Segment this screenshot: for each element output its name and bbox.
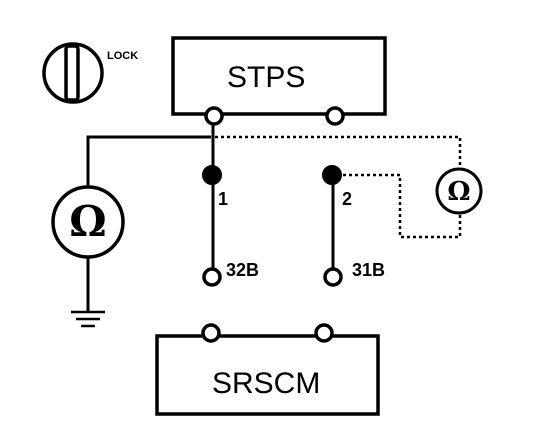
ohmmeter-symbol: Ω bbox=[69, 197, 106, 246]
pin-1-terminal[interactable] bbox=[202, 165, 222, 185]
ohmmeter-icon: Ω bbox=[51, 185, 125, 259]
ohmmeter-icon: Ω bbox=[435, 167, 483, 215]
pin-1-label: 1 bbox=[218, 189, 228, 209]
ground-icon bbox=[71, 310, 105, 328]
dotted-wiring bbox=[215, 135, 462, 239]
srscm-box bbox=[155, 334, 380, 416]
pin-32b-label: 32B bbox=[226, 260, 259, 280]
ignition-key-icon bbox=[42, 42, 104, 104]
stps-terminal-right[interactable] bbox=[325, 106, 345, 126]
srscm-terminal-right[interactable] bbox=[314, 323, 334, 343]
ohmmeter-symbol: Ω bbox=[447, 177, 470, 207]
srscm-label: SRSCM bbox=[212, 367, 320, 400]
pin-31b-label: 31B bbox=[352, 260, 385, 280]
pin-2-terminal[interactable] bbox=[322, 165, 342, 185]
stps-terminal-left[interactable] bbox=[204, 106, 224, 126]
solid-wiring bbox=[86, 124, 335, 311]
stps-label: STPS bbox=[227, 61, 305, 94]
lock-label: LOCK bbox=[107, 50, 138, 62]
pin-32b-terminal[interactable] bbox=[202, 267, 222, 287]
stps-box bbox=[171, 36, 387, 116]
srscm-terminal-left[interactable] bbox=[201, 323, 221, 343]
pin-2-label: 2 bbox=[342, 189, 352, 209]
pin-31b-terminal[interactable] bbox=[323, 267, 343, 287]
